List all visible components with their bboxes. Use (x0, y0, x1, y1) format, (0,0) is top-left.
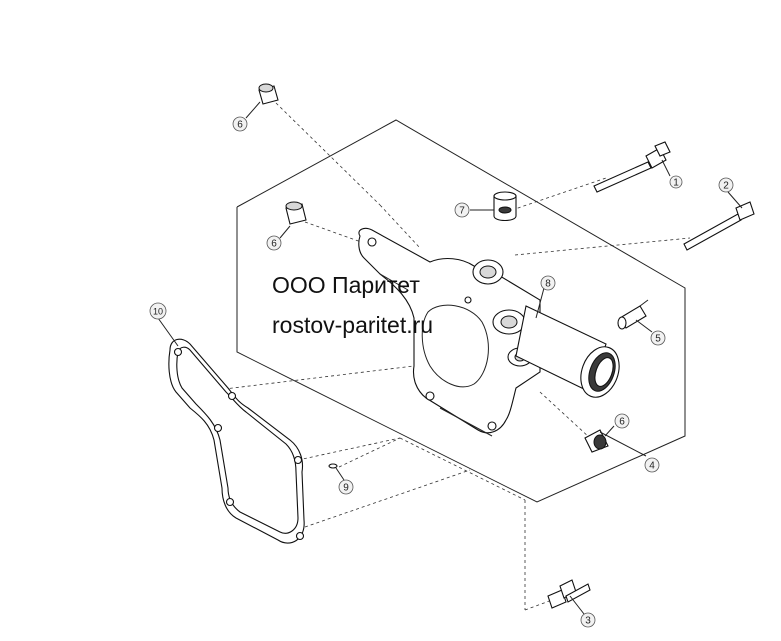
callout-8-label: 8 (545, 279, 551, 290)
callout-5: 5 (650, 330, 666, 346)
fitting-icon (617, 299, 649, 330)
callout-8: 8 (540, 275, 556, 291)
callout-6-top: 6 (232, 116, 248, 132)
dowel-sleeve-icon (258, 83, 279, 105)
callout-leaders (157, 101, 743, 615)
callout-9-label: 9 (343, 483, 349, 494)
callout-4-label: 4 (649, 461, 655, 472)
gasket-icon (168, 338, 305, 544)
bolt-icon (547, 579, 591, 609)
callout-4: 4 (644, 457, 660, 473)
pin-icon (328, 463, 338, 469)
dowel-sleeve-icon (285, 201, 307, 225)
plug-icon (493, 191, 517, 222)
callout-2-label: 2 (723, 181, 729, 192)
callout-3-label: 3 (585, 616, 591, 627)
callout-10: 10 (149, 302, 167, 320)
callout-10-label: 10 (153, 307, 163, 317)
watermark: ООО Паритет rostov-paritet.ru (272, 272, 433, 338)
callout-9: 9 (338, 479, 354, 495)
callout-7-label: 7 (459, 206, 465, 217)
callout-6-middle: 6 (266, 235, 282, 251)
watermark-company-name: ООО Паритет (272, 272, 420, 298)
dowel-sleeve-icon (584, 429, 609, 453)
pipe-icon (515, 305, 620, 398)
callout-5-label: 5 (655, 334, 661, 345)
callout-2: 2 (718, 177, 734, 193)
water-pump-housing-icon (358, 227, 541, 437)
callout-6-label: 6 (237, 120, 243, 131)
bolt-icon (683, 201, 755, 251)
assembly-boundary (236, 119, 686, 503)
callout-6-label: 6 (619, 417, 625, 428)
callout-7: 7 (454, 202, 470, 218)
callout-3: 3 (580, 612, 596, 628)
callout-1: 1 (669, 175, 683, 189)
watermark-website: rostov-paritet.ru (272, 312, 433, 338)
callout-6-right: 6 (614, 413, 630, 429)
bolt-icon (593, 141, 671, 193)
callout-6-label: 6 (271, 239, 277, 250)
alignment-lines (199, 102, 691, 611)
callout-1-label: 1 (673, 178, 679, 189)
